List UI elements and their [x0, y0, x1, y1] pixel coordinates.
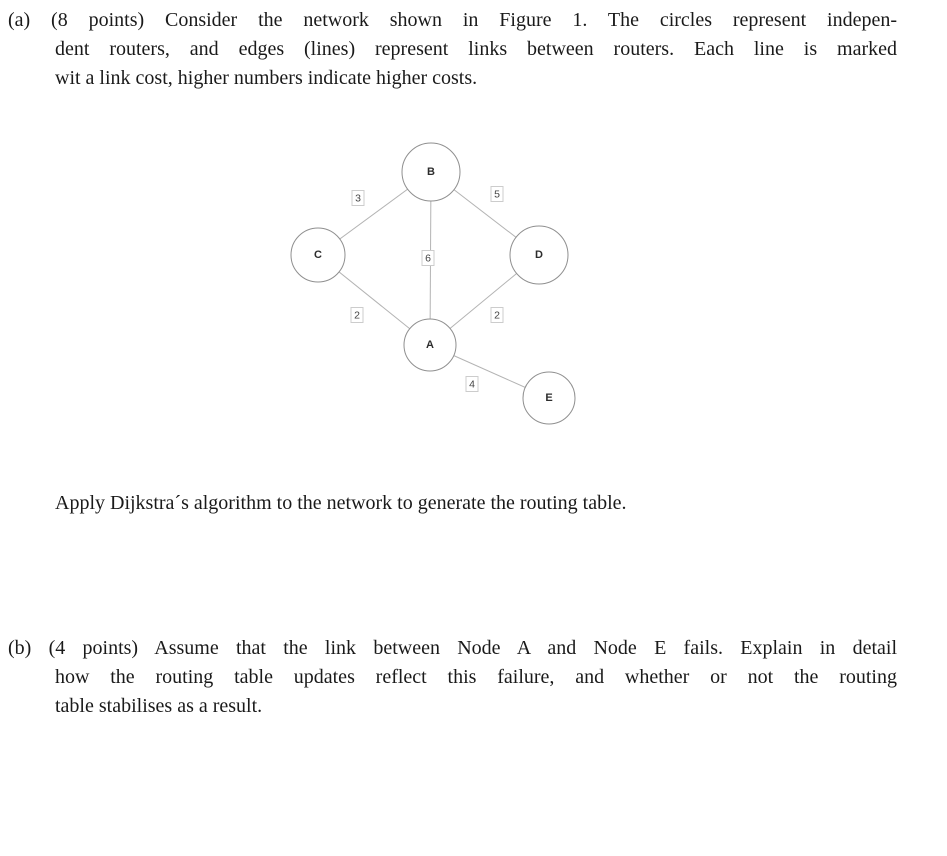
router-node-A — [403, 318, 457, 372]
question-b-line-3: table stabilises as a result. — [55, 695, 263, 717]
router-node-B — [401, 142, 461, 202]
edge-cost-box-B-A — [421, 250, 435, 266]
edge-cost-label-C-A: 2 — [354, 310, 360, 322]
edge-cost-box-C-A — [350, 307, 364, 323]
question-a-line-3: wit a link cost, higher numbers indicate… — [55, 67, 478, 89]
question-b-line-1: (b) (4 points) Assume that the link betw… — [8, 637, 897, 659]
question-b-line-2: how the routing table updates reflect th… — [55, 666, 897, 688]
question-a-prompt: Apply Dijkstra´s algorithm to the networ… — [55, 492, 627, 514]
edge-cost-label-B-D: 5 — [494, 189, 500, 201]
edge-cost-label-B-A: 6 — [425, 253, 431, 265]
edge-cost-box-A-E — [465, 376, 479, 392]
router-node-label-D: D — [535, 249, 543, 261]
edge-cost-box-B-D — [490, 186, 504, 202]
router-node-E — [522, 371, 576, 425]
router-node-label-A: A — [426, 339, 434, 351]
router-node-label-C: C — [314, 249, 322, 261]
edge-cost-label-A-D: 2 — [494, 310, 500, 322]
router-node-label-B: B — [427, 166, 435, 178]
question-b: (b) (4 points) Assume that the link betw… — [8, 634, 897, 721]
edge-cost-label-A-E: 4 — [469, 379, 475, 391]
edge-cost-box-C-B — [351, 190, 365, 206]
edge-cost-label-C-B: 3 — [355, 193, 361, 205]
router-node-D — [509, 225, 569, 285]
question-a-line-2: dent routers, and edges (lines) represen… — [55, 38, 897, 60]
question-a: (a) (8 points) Consider the network show… — [8, 6, 897, 93]
edge-cost-box-A-D — [490, 307, 504, 323]
router-node-label-E: E — [545, 392, 552, 404]
router-node-C — [290, 227, 346, 283]
question-a-line-1: (a) (8 points) Consider the network show… — [8, 9, 897, 31]
